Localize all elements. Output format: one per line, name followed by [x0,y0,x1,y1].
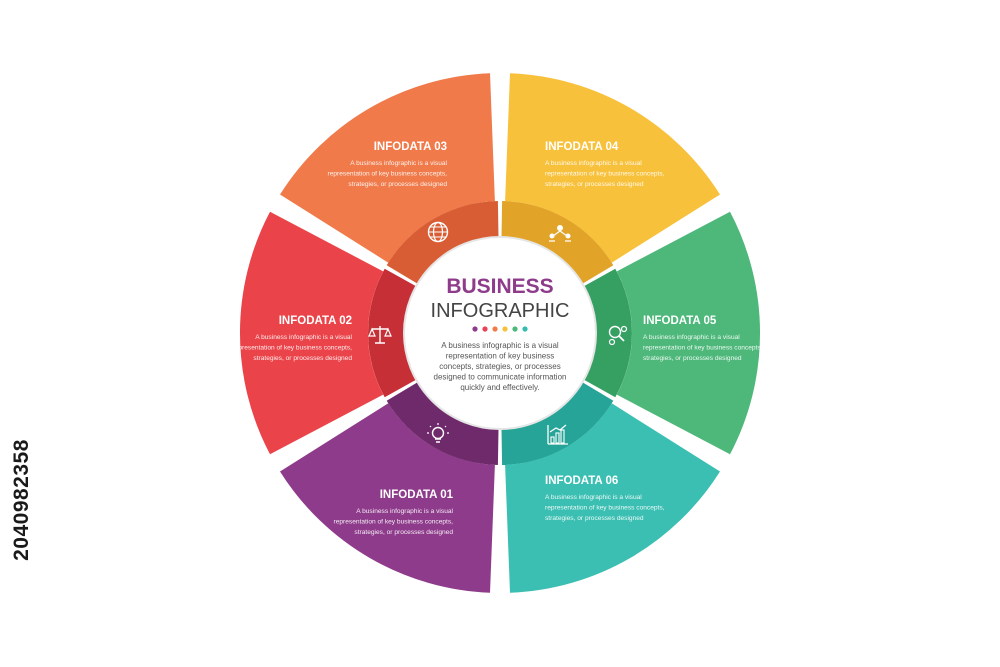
segment-outer-03 [280,73,495,263]
segment-text-02: A business infographic is a visual [255,334,352,341]
stock-id-label: 2040982358 [10,439,33,561]
center-title: BUSINESS [446,275,553,298]
segment-outer-01 [280,403,495,593]
center-description-line: designed to communicate information [434,373,567,382]
segment-text-03: strategies, or processes designed [348,181,447,188]
segment-inner-01 [386,382,499,465]
segment-text-03: representation of key business concepts, [328,171,448,178]
segment-05: INFODATA 05 A business infographic is a v… [583,211,763,455]
segment-title-05: INFODATA 05 [643,315,717,327]
lightbulb-icon [427,423,449,443]
segment-text-01: strategies, or processes designed [354,529,453,536]
segment-outer-05 [616,211,761,455]
center-description-line: representation of key business [446,352,555,361]
color-dot [512,326,518,332]
color-dot [502,326,508,332]
segment-01: INFODATA 01 A business infographic is a v… [280,382,499,593]
color-dot [472,326,478,332]
segment-title-06: INFODATA 06 [545,475,618,487]
scales-icon [368,326,392,344]
color-dot [522,326,528,332]
segment-text-01: representation of key business concepts, [334,519,454,526]
segment-inner-04 [501,201,614,284]
bar-chart-icon [547,424,568,445]
segment-outer-02 [239,211,384,455]
color-dot [482,326,488,332]
segment-text-04: strategies, or processes designed [545,181,644,188]
segment-text-05: representation of key business concepts, [643,345,763,352]
segment-outer-04 [505,73,720,263]
team-network-icon [549,225,571,242]
center-description-line: A business infographic is a visual [441,341,559,350]
segment-text-06: strategies, or processes designed [545,515,644,522]
color-dot [492,326,498,332]
segment-text-04: A business infographic is a visual [545,160,642,167]
search-gears-icon [608,325,628,346]
segment-outer-06 [505,403,720,593]
segment-inner-05 [583,268,632,398]
center-circle [403,236,597,430]
segment-text-02: strategies, or processes designed [253,355,352,362]
segment-text-06: A business infographic is a visual [545,494,642,501]
segment-title-03: INFODATA 03 [374,141,447,153]
center-description-line: quickly and effectively. [460,383,539,392]
segment-02: INFODATA 02 A business infographic is a v… [233,211,417,455]
segment-text-04: representation of key business concepts, [545,171,665,178]
segment-inner-02 [368,268,417,398]
segment-title-04: INFODATA 04 [545,141,619,153]
center-description: A business infographic is a visual repres… [434,341,567,392]
globe-icon [427,221,449,243]
segment-text-06: representation of key business concepts, [545,505,665,512]
segment-text-02: representation of key business concepts, [233,345,353,352]
segment-text-03: A business infographic is a visual [350,160,447,167]
center-description-line: concepts, strategies, or processes [439,362,560,371]
segment-03: INFODATA 03 A business infographic is a v… [280,73,499,284]
segment-title-01: INFODATA 01 [380,489,454,501]
segment-04: INFODATA 04 A business infographic is a v… [501,73,720,284]
color-dots [472,326,528,332]
segment-text-05: strategies, or processes designed [643,355,742,362]
segment-inner-06 [501,382,614,465]
segment-text-01: A business infographic is a visual [356,508,453,515]
segment-title-02: INFODATA 02 [279,315,352,327]
segment-inner-03 [386,201,499,284]
segment-06: INFODATA 06 A business infographic is a v… [501,382,720,593]
center-subtitle: INFOGRAPHIC [431,300,570,322]
segment-text-05: A business infographic is a visual [643,334,740,341]
